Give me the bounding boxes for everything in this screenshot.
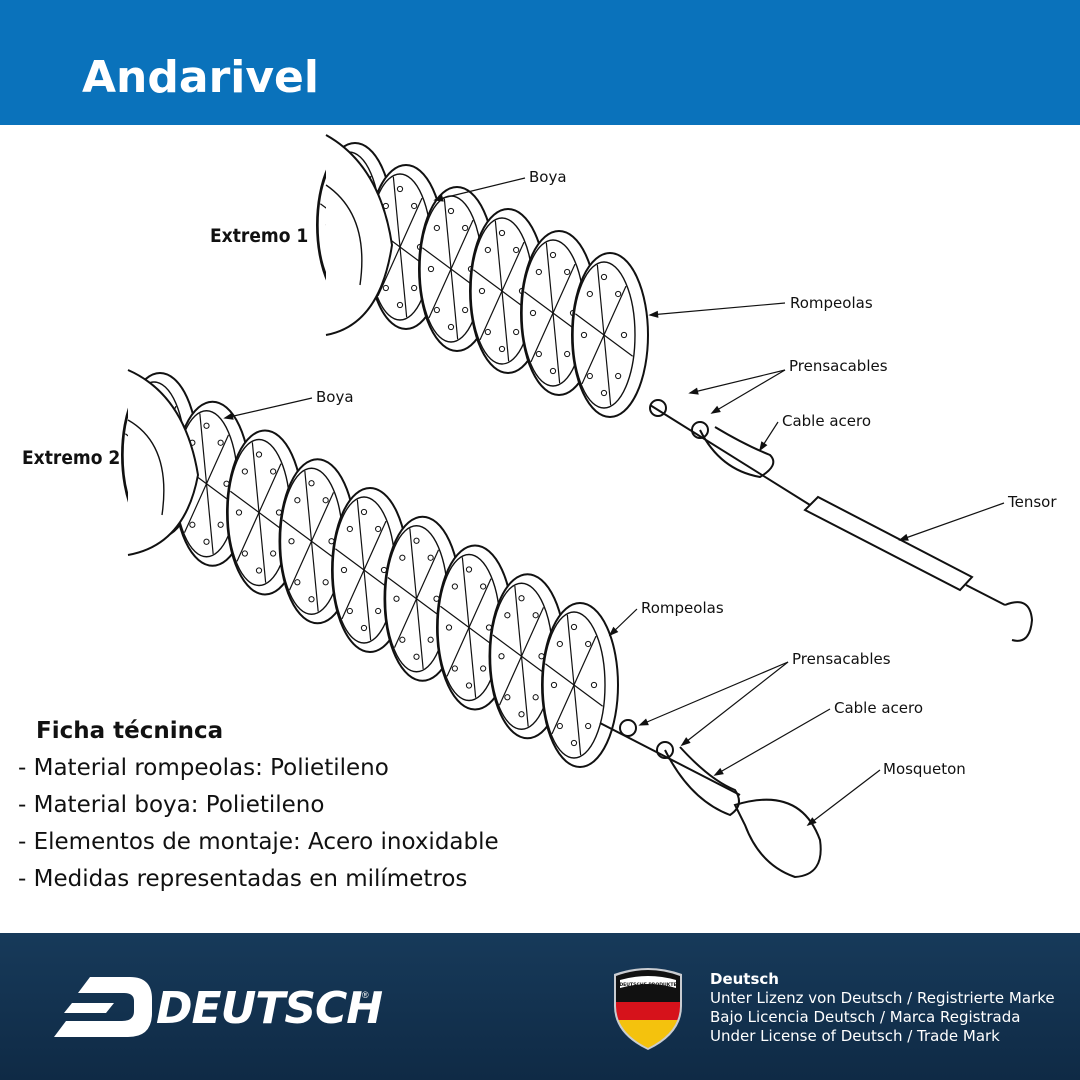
cable-clamp xyxy=(649,399,667,417)
leader-arrowhead xyxy=(898,533,909,541)
label-rompeolas-2: Rompeolas xyxy=(641,599,724,617)
license-line: Bajo Licencia Deutsch / Marca Registrada xyxy=(710,1008,1021,1026)
label-boya-2: Boya xyxy=(316,388,354,406)
tensor-body xyxy=(803,495,974,592)
end1-label: Extremo 1 xyxy=(210,225,309,247)
leader-line xyxy=(689,369,786,394)
technical-sheet-title: Ficha técninca xyxy=(36,718,224,744)
cable-clamp xyxy=(619,719,637,737)
spec-item: - Medidas representadas en milímetros xyxy=(18,866,468,892)
leader-arrowhead xyxy=(806,817,817,827)
technical-sheet: Ficha técninca - Material rompeolas: Pol… xyxy=(18,718,499,898)
andarivel-diagram: Extremo 1 Extremo 2 Boya Rompeolas Prens… xyxy=(0,125,1080,933)
cable-loop xyxy=(664,746,740,817)
leader-line xyxy=(711,369,786,414)
leader-arrowhead xyxy=(608,626,619,637)
end2-assembly xyxy=(121,369,619,768)
badge-text: DEUTSCHE PRODUKTE xyxy=(619,982,676,988)
label-prensacables-2: Prensacables xyxy=(792,650,891,668)
label-tensor: Tensor xyxy=(1008,493,1057,511)
leader-line xyxy=(681,661,789,746)
leader-line xyxy=(224,397,313,419)
leader-line xyxy=(434,177,526,201)
leader-arrowhead xyxy=(759,441,768,452)
leader-arrowhead xyxy=(223,412,234,420)
steel-cable xyxy=(649,404,811,506)
header-bar: Andarivel xyxy=(0,0,1080,125)
hardware-assembly xyxy=(599,399,1034,879)
leader-line xyxy=(714,708,831,776)
leader-arrowhead xyxy=(713,767,724,776)
label-rompeolas-1: Rompeolas xyxy=(790,294,873,312)
leader-arrowhead xyxy=(433,194,444,202)
german-quality-shield-icon: DEUTSCHE PRODUKTE xyxy=(614,968,682,1050)
spec-item: - Material rompeolas: Polietileno xyxy=(18,755,389,781)
leader-line xyxy=(649,302,786,316)
label-boya-1: Boya xyxy=(529,168,567,186)
cable-loop xyxy=(699,426,775,479)
end1-assembly xyxy=(316,134,649,418)
leader-line xyxy=(639,661,789,726)
license-text: Deutsch Unter Lizenz von Deutsch / Regis… xyxy=(710,970,1055,1046)
buoy-seam xyxy=(127,419,165,516)
spec-item: - Material boya: Polietileno xyxy=(18,792,325,818)
leader-arrowhead xyxy=(688,387,699,395)
rompeolas-ring xyxy=(571,252,649,418)
page-title: Andarivel xyxy=(82,52,319,103)
license-heading: Deutsch xyxy=(710,970,779,988)
tensor-hook xyxy=(1004,601,1034,642)
end2-label: Extremo 2 xyxy=(22,447,121,469)
label-cable-1: Cable acero xyxy=(782,412,872,430)
label-cable-2: Cable acero xyxy=(834,699,924,717)
tensor-rod xyxy=(965,584,1006,606)
label-mosqueton: Mosqueton xyxy=(883,760,966,778)
diagram-drawing xyxy=(121,134,1034,879)
rompeolas-ring xyxy=(541,602,619,768)
brand-name: DEUTSCH xyxy=(156,983,383,1034)
leader-arrowhead xyxy=(680,737,691,747)
leader-arrowhead xyxy=(710,405,721,414)
license-line: Unter Lizenz von Deutsch / Registrierte … xyxy=(710,989,1055,1007)
leader-line xyxy=(807,769,881,826)
carabiner xyxy=(733,798,822,879)
footer-bar: DEUTSCH ® DEUTSCHE PRODUKTE Deutsch Unte… xyxy=(0,933,1080,1080)
leader-lines xyxy=(223,177,1005,827)
leader-line xyxy=(899,502,1005,541)
registered-mark: ® xyxy=(362,990,369,1000)
license-line: Under License of Deutsch / Trade Mark xyxy=(710,1027,1000,1045)
cable-clamp xyxy=(656,741,674,759)
buoy-body xyxy=(127,369,200,556)
deutsch-logo-icon xyxy=(54,977,152,1037)
spec-item: - Elementos de montaje: Acero inoxidable xyxy=(18,829,499,855)
cable-clamp xyxy=(691,421,709,439)
leader-arrowhead xyxy=(648,310,659,318)
leader-arrowhead xyxy=(638,718,649,726)
buoy-seam xyxy=(325,184,363,286)
label-prensacables-1: Prensacables xyxy=(789,357,888,375)
